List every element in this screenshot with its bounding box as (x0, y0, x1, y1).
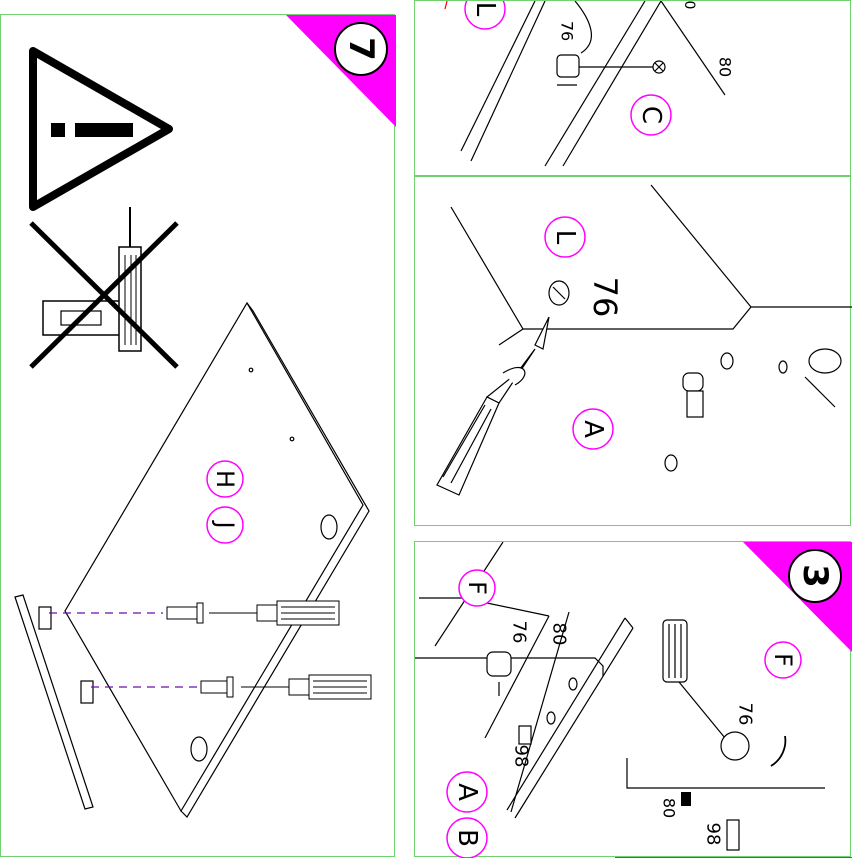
svg-text:C: C (636, 106, 666, 124)
cam-lock-icon (548, 280, 570, 306)
assembly-arrows (49, 612, 197, 688)
label-l-top: L (464, 1, 506, 30)
warning-triangle-icon (29, 47, 173, 211)
dowel-icon (518, 725, 740, 851)
svg-text:A: A (578, 420, 608, 438)
rotate-arrow-icon (770, 735, 787, 767)
part-label-h: H (206, 460, 244, 498)
handle-bar (14, 594, 94, 810)
svg-text:H: H (211, 470, 239, 488)
board-panel (64, 301, 370, 818)
step-7-panel: 7 (0, 14, 396, 857)
marker-block (681, 792, 691, 806)
screwdriver-icon (662, 619, 750, 761)
step-number: 3 (795, 564, 835, 588)
part-number-80: 80 (660, 798, 679, 818)
svg-text:L: L (470, 2, 500, 17)
step-badge-circle (788, 549, 842, 603)
no-power-drill-icon (29, 207, 179, 369)
step-badge-circle (334, 22, 388, 76)
label-a-bottom: A (446, 771, 488, 813)
label-l-middle: L (544, 216, 586, 258)
part-number-98: 98 (703, 823, 724, 846)
step-number: 7 (341, 37, 381, 61)
screwdriver-icon (436, 316, 550, 496)
svg-text:A: A (452, 783, 482, 801)
part-number-80: 80 (549, 623, 570, 646)
label-c: C (630, 94, 672, 136)
dowel-icon (682, 348, 842, 418)
cam-lock-tighten-illustration: L A 76 (436, 184, 852, 496)
part-number-76: 76 (735, 703, 756, 726)
part-number-76: 76 (558, 21, 577, 41)
svg-text:F: F (463, 581, 491, 595)
svg-text:F: F (769, 653, 797, 667)
cam-lock-tighten-panel: L A 76 (414, 176, 852, 526)
screwdriver-icon (209, 600, 372, 700)
cam-lock-detail-top-panel: L C 76 80 0 (414, 0, 851, 176)
svg-text:L: L (550, 230, 580, 245)
label-f-right: F (764, 641, 802, 679)
svg-text:B: B (452, 829, 482, 847)
part-label-j: J (206, 506, 244, 544)
label-b-bottom: B (446, 817, 488, 858)
screw-icon (166, 602, 234, 698)
part-number-80: 80 (716, 57, 735, 77)
cam-lock-detail-top: L C 76 80 0 (444, 1, 735, 167)
part-number-98: 98 (511, 745, 532, 768)
svg-text:J: J (211, 519, 239, 528)
part-number-0: 0 (681, 1, 697, 9)
step-3-illustration: 3 (415, 542, 852, 858)
part-number-76: 76 (586, 277, 624, 318)
label-a-middle: A (572, 408, 614, 450)
part-number-76: 76 (509, 621, 530, 644)
step-7-illustration: 7 (14, 15, 396, 818)
label-f-left: F (458, 569, 496, 607)
step-3-panel: 3 (414, 541, 852, 858)
